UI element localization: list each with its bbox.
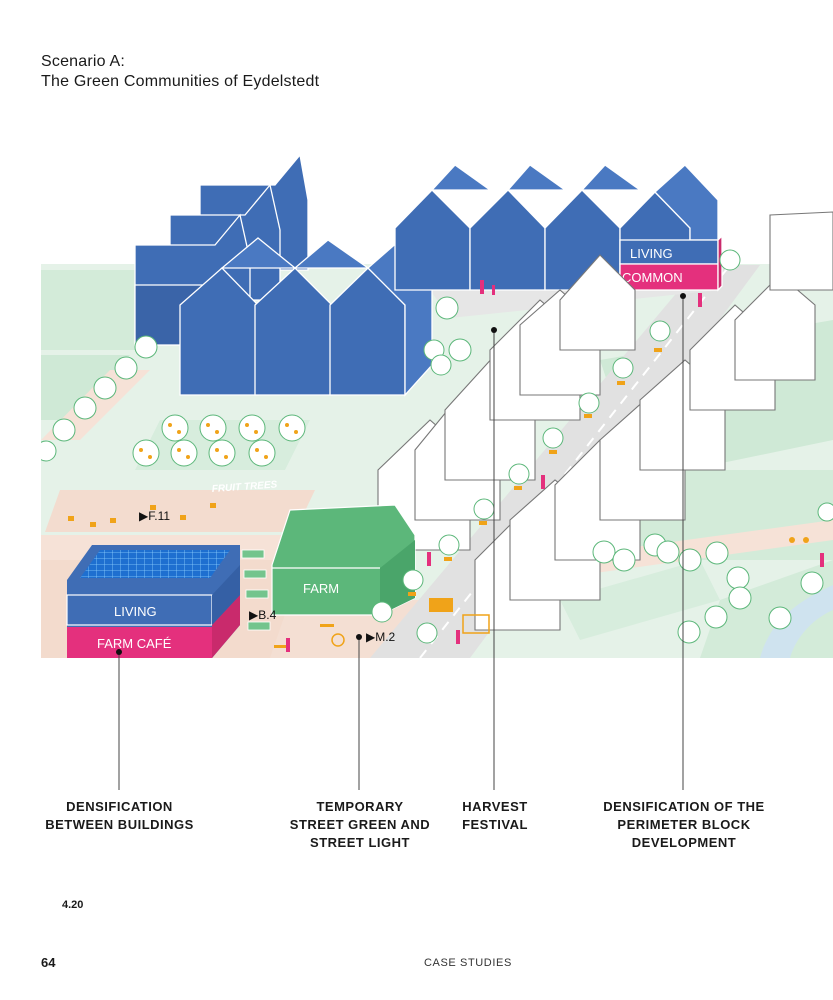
caption-densification-between-buildings: DENSIFICATION BETWEEN BUILDINGS [45, 799, 194, 832]
living-common-label-bottom: COMMON [622, 270, 683, 285]
title-line-2: The Green Communities of Eydelstedt [41, 73, 320, 90]
living-farm-cafe-building [66, 545, 240, 658]
ref-m2-label: ▶M.2 [366, 630, 396, 644]
caption-harvest-festival: HARVEST FESTIVAL [462, 799, 528, 832]
living-common-label-top: LIVING [630, 246, 673, 261]
creek [760, 585, 833, 658]
white-block-right [474, 211, 833, 631]
page-number: 64 [41, 955, 56, 970]
page-title: Scenario A: The Green Communities of Eyd… [41, 52, 319, 92]
leader-lines [116, 293, 686, 790]
people [286, 280, 824, 652]
caption-densification-perimeter-block: DENSIFICATION OF THE PERIMETER BLOCK DEV… [603, 799, 765, 850]
living-label: LIVING [114, 604, 157, 619]
caption-temporary-street-green: TEMPORARY STREET GREEN AND STREET LIGHT [289, 799, 431, 850]
ref-b4-label: ▶B.4 [249, 608, 277, 622]
title-line-1: Scenario A: [41, 53, 126, 70]
white-block-left [377, 254, 636, 551]
farm-building [271, 504, 416, 616]
figure-number: 4.20 [62, 899, 84, 911]
street-furniture [68, 348, 809, 648]
street-trees [41, 249, 833, 644]
blue-row-houses [179, 237, 433, 397]
section-title: CASE STUDIES [424, 957, 512, 969]
blue-houses-right [394, 164, 723, 292]
field-f11 [45, 490, 315, 532]
farm-cafe-label: FARM CAFÉ [97, 636, 172, 651]
fruit-trees-label: FRUIT TREES [211, 479, 277, 495]
ref-f11-label: ▶F.11 [139, 509, 170, 523]
farm-label: FARM [303, 581, 339, 596]
raised-beds [241, 549, 271, 631]
fruit-trees [132, 414, 306, 467]
